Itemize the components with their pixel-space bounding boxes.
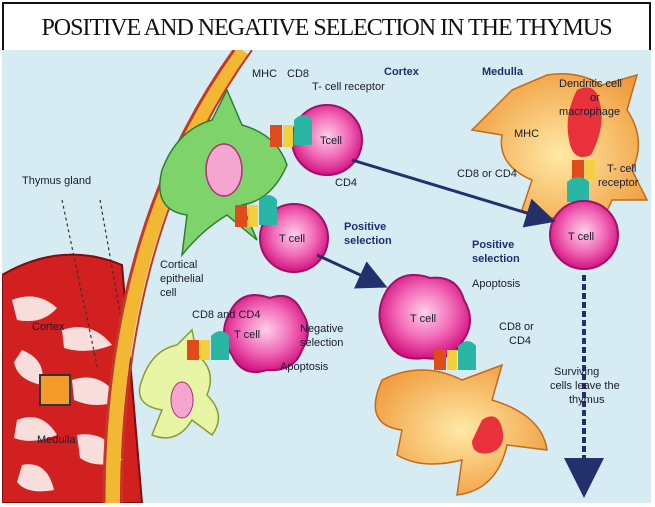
label-dendritic-1: Dendritic cell (559, 78, 622, 90)
thymus-illustration: MHC CD8 T- cell receptor Cortex Medulla … (2, 50, 651, 503)
label-cortical-1: Cortical (160, 259, 197, 271)
label-tcr-top: T- cell receptor (312, 81, 385, 93)
label-negative-2: selection (300, 337, 343, 349)
label-tcr-right-1: T- cell (607, 163, 636, 175)
label-cd8-or-cd4-right: CD8 or CD4 (457, 168, 517, 180)
label-positive-sel-1a: Positive (344, 221, 386, 233)
label-dendritic-2: or (590, 92, 600, 104)
label-surviving-1: Surviving (554, 366, 599, 378)
label-mhc-top: MHC (252, 68, 277, 80)
label-cd4-top: CD4 (335, 177, 357, 189)
diagram-title: POSITIVE AND NEGATIVE SELECTION IN THE T… (4, 4, 649, 54)
label-tcell-apop: T cell (410, 313, 436, 325)
label-positive-sel-1b: selection (344, 235, 392, 247)
label-tcell-mid: T cell (279, 233, 305, 245)
label-tcell-right: T cell (568, 231, 594, 243)
label-medulla-inset: Medulla (37, 434, 76, 446)
label-surviving-2: cells leave the (550, 380, 620, 392)
label-positive-sel-2b: selection (472, 253, 520, 265)
label-thymus-gland: Thymus gland (22, 175, 91, 187)
label-surviving-3: thymus (569, 394, 605, 406)
label-positive-sel-2a: Positive (472, 239, 514, 251)
label-cortical-3: cell (160, 287, 177, 299)
label-mhc-right: MHC (514, 128, 539, 140)
label-cd8-or-cd4-b: CD4 (509, 335, 531, 347)
label-cd8-or-cd4-a: CD8 or (499, 321, 534, 333)
label-tcell-neg: T cell (234, 329, 260, 341)
label-cortex: Cortex (384, 66, 420, 78)
label-tcell-top: Tcell (320, 135, 342, 147)
label-cortical-2: epithelial (160, 273, 203, 285)
label-apoptosis-2: Apoptosis (280, 361, 329, 373)
label-cortex-inset: Cortex (32, 321, 65, 333)
label-dendritic-3: macrophage (559, 106, 620, 118)
label-medulla: Medulla (482, 66, 524, 78)
label-negative-1: Negative (300, 323, 343, 335)
label-apoptosis-1: Apoptosis (472, 278, 521, 290)
label-tcr-right-2: receptor (598, 177, 639, 189)
label-cd8-top: CD8 (287, 68, 309, 80)
label-cd8-and-cd4: CD8 and CD4 (192, 309, 260, 321)
thymus-inset-highlight (40, 375, 70, 405)
